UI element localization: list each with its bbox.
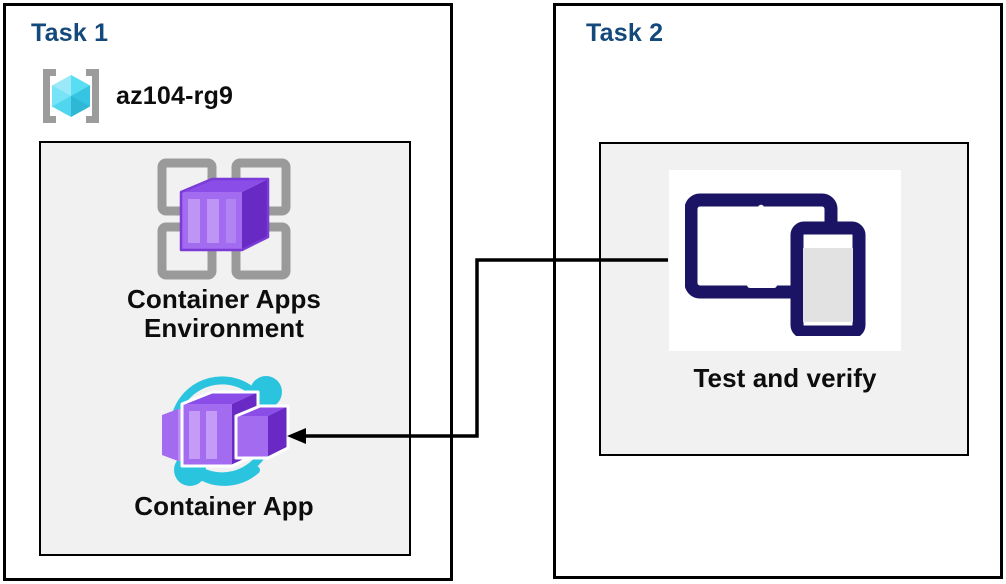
container-app-icon	[140, 370, 308, 488]
node-container-app: Container App	[79, 370, 369, 521]
container-apps-environment-label: Container Apps Environment	[126, 284, 321, 344]
container-app-label: Container App	[134, 491, 314, 521]
test-and-verify-label: Test and verify	[693, 363, 877, 393]
task-1-title: Task 1	[31, 19, 109, 47]
devices-tablet-phone-icon	[685, 186, 885, 336]
container-apps-environment-icon	[150, 155, 298, 283]
task-2-title: Task 2	[586, 19, 664, 47]
resource-group-header: az104-rg9	[36, 60, 336, 132]
node-test-and-verify: Test and verify	[630, 170, 940, 394]
resource-group-icon	[36, 61, 106, 131]
test-and-verify-icon-plate	[669, 170, 901, 351]
resource-group-name: az104-rg9	[116, 81, 234, 110]
node-container-apps-environment: Container Apps Environment	[79, 155, 369, 343]
